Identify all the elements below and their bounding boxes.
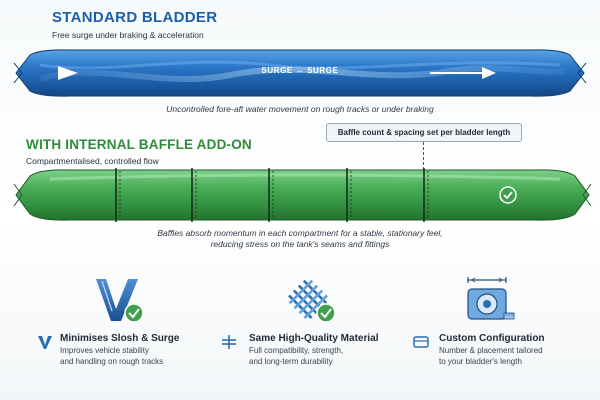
baffle-caption-line2: reducing stress on the tank's seams and … bbox=[210, 239, 390, 249]
baffle-caption-line1: Baffles absorb momentum in each compartm… bbox=[157, 228, 443, 238]
feature-desc-minimises-slosh: Improves vehicle stability and handling … bbox=[60, 346, 200, 367]
right-arrow-icon bbox=[430, 67, 496, 79]
standard-bladder-subtitle: Free surge under braking & acceleration bbox=[52, 30, 204, 40]
baffle-divider bbox=[115, 168, 425, 222]
feature-desc-line: Full compatibility, strength, bbox=[249, 346, 344, 355]
standard-bladder-caption: Uncontrolled fore-aft water movement on … bbox=[166, 104, 434, 114]
v-check-icon bbox=[96, 279, 144, 323]
standard-bladder-illustration bbox=[13, 49, 587, 97]
baffle-cross-icon bbox=[222, 335, 236, 349]
feature-desc-line: to your bladder's length bbox=[439, 356, 522, 366]
left-arrow-icon bbox=[58, 66, 78, 80]
baffle-callout: Baffle count & spacing set per bladder l… bbox=[326, 123, 522, 142]
panel-icon bbox=[413, 336, 429, 348]
baffle-section-subtitle: Compartmentalised, controlled flow bbox=[26, 156, 159, 166]
feature-desc-line: Improves vehicle stability bbox=[60, 346, 149, 355]
baffle-section-title: WITH INTERNAL BAFFLE ADD-ON bbox=[26, 137, 252, 152]
feature-desc-material: Full compatibility, strength, and long-t… bbox=[249, 346, 389, 367]
measuring-tape-icon bbox=[467, 277, 515, 320]
callout-leader-line bbox=[423, 142, 424, 170]
v-icon bbox=[38, 336, 52, 349]
feature-desc-custom-config: Number & placement tailored to your blad… bbox=[439, 346, 579, 367]
baffle-bladder-illustration bbox=[13, 168, 592, 222]
standard-bladder-title: STANDARD BLADDER bbox=[52, 9, 218, 26]
check-badge-icon bbox=[499, 186, 517, 204]
woven-fabric-check-icon bbox=[287, 279, 336, 323]
surge-label: SURGE ↔ SURGE bbox=[261, 66, 339, 75]
feature-desc-line: and handling on rough tracks bbox=[60, 356, 164, 366]
feature-desc-line: Number & placement tailored bbox=[439, 346, 543, 355]
feature-title-custom-config: Custom Configuration bbox=[439, 333, 545, 344]
feature-desc-line: and long-term durability bbox=[249, 356, 333, 366]
feature-title-minimises-slosh: Minimises Slosh & Surge bbox=[60, 333, 180, 344]
feature-title-material: Same High-Quality Material bbox=[249, 333, 379, 344]
baffle-caption: Baffles absorb momentum in each compartm… bbox=[100, 228, 500, 250]
